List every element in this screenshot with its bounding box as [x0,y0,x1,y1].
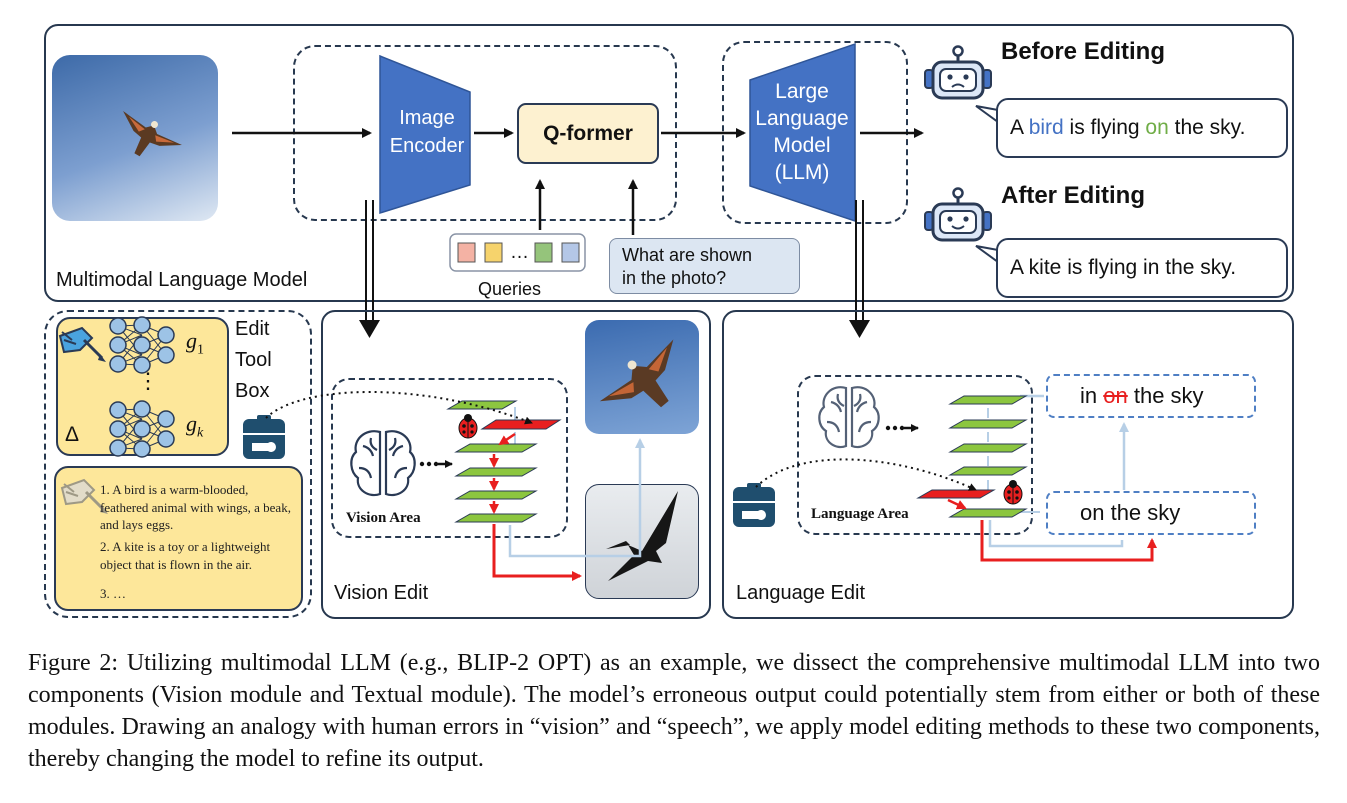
gk-label: gk [186,411,204,441]
ladybug-icon [458,414,478,439]
brain-icon [818,386,880,449]
after-editing-title: After Editing [1001,182,1145,209]
robot-icon [924,187,992,242]
figure-caption: Figure 2: Utilizing multimodal LLM (e.g.… [28,650,1320,772]
word-on: on [1145,116,1169,139]
question-text: What are shown in the photo? [622,245,753,288]
output-box-top: in on the sky [1046,374,1256,418]
layer-green [454,443,538,453]
layer-green [948,395,1028,405]
knowledge-note-2: 2. A kite is a toy or a lightweight obje… [100,539,271,572]
box-top-post: the sky [1127,383,1204,408]
toolkit-icon [733,483,775,527]
hand-icon [58,326,106,362]
top-diagram-graphics [232,42,999,338]
box-top-strike: on [1103,383,1128,408]
layer-red [916,489,996,499]
layer-green [948,443,1028,453]
toolbox-title-line1: Edit [235,318,270,340]
layer-green [948,419,1028,429]
toolbox-graphics [58,316,775,527]
box-bottom-text: on the sky [1080,500,1181,525]
kite-photo [52,55,218,221]
after-editing-bubble: A kite is flying in the sky. [996,238,1288,298]
before-sentence-w1: A [1010,116,1029,139]
vision-edit-panel [321,310,711,619]
queries-ellipsis: … [510,242,529,263]
toolbox-title-line2: Tool [235,349,272,371]
qformer-label: Q-former [543,121,633,145]
layer-red [480,419,562,430]
llm-label: Large Language Model (LLM) [755,80,849,184]
bird-silhouette-photo [585,484,699,599]
ladybug-icon [1003,480,1023,505]
toolbox-knowledge-card [54,466,303,611]
qformer-box: Q-former [517,103,659,164]
box-top-pre: in [1080,383,1104,408]
multimodal-language-model-label: Multimodal Language Model [56,269,308,291]
language-area-label: Language Area [811,506,909,522]
before-editing-title: Before Editing [1001,38,1166,65]
language-area-region [797,375,1033,535]
layer-green [454,490,538,500]
question-box: What are shown in the photo? [609,238,800,294]
before-sentence-w3: the sky. [1168,116,1246,139]
vision-area-label: Vision Area [346,510,421,526]
delta-label: Δ [65,423,80,446]
queries-label: Queries [478,279,542,299]
word-bird: bird [1028,116,1064,139]
multimodal-language-model-panel [44,24,1294,302]
after-sentence: A kite is flying in the sky. [1010,256,1237,279]
vision-edit-graphics [265,391,645,581]
knowledge-note-1: 1. A bird is a warm-blooded, feathered a… [100,482,291,532]
before-editing-bubble: A bird is flying on the sky. [996,98,1288,158]
image-encoder-shape [379,54,471,215]
bird-photo [585,320,699,434]
edit-toolbox-region [44,310,312,618]
language-edit-graphics [755,386,1157,562]
g1-label: g1 [186,328,204,358]
image-encoder-label: Image Encoder [389,107,465,157]
layer-green [454,513,538,523]
robot-icon [924,45,992,100]
output-box-bottom: on the sky [1046,491,1256,535]
hand-icon [60,478,108,514]
brain-icon [350,430,416,497]
layer-green [454,467,538,477]
knowledge-note-3: 3. … [100,586,126,601]
network-dots: ⋮ [137,368,159,393]
layer-green [948,508,1028,518]
toolbox-title-line3: Box [235,380,270,402]
vision-area-region [331,378,568,538]
toolkit-icon [243,415,285,459]
before-sentence-w2: is flying [1063,116,1146,139]
language-edit-label: Language Edit [736,582,866,604]
layer-green [948,466,1028,476]
language-edit-panel [722,310,1294,619]
vision-edit-label: Vision Edit [334,582,429,604]
